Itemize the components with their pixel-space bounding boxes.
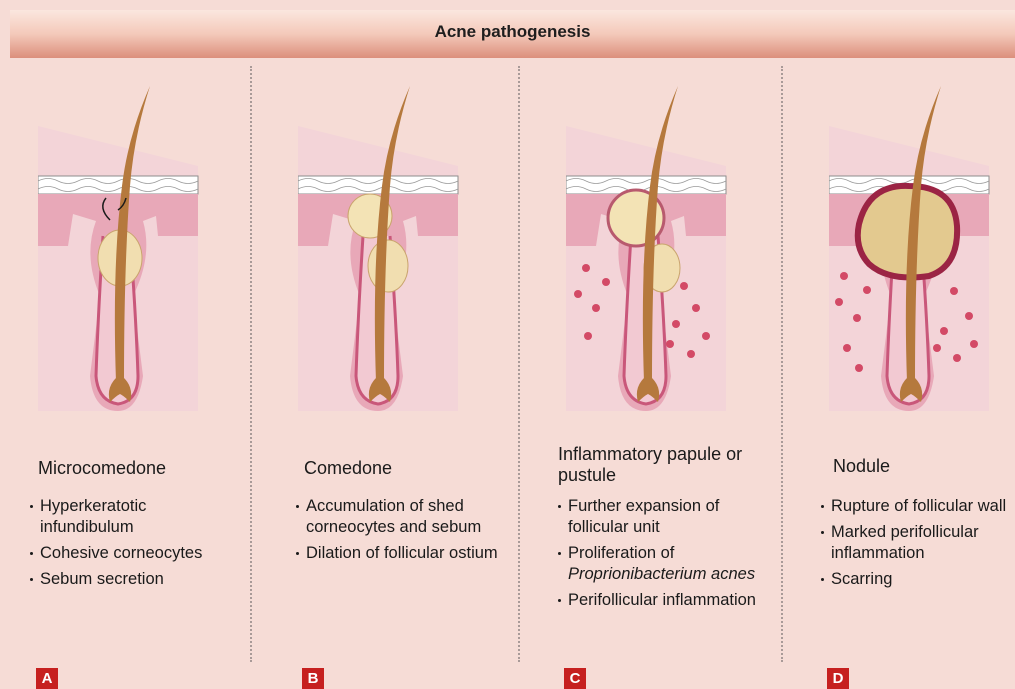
panel-divider xyxy=(518,66,520,662)
bullet-item: Accumulation of shed corneocytes and seb… xyxy=(296,496,506,538)
diagram-title: Acne pathogenesis xyxy=(10,22,1015,42)
bullet-list: Accumulation of shed corneocytes and seb… xyxy=(296,496,506,569)
inflammatory-papule-illustration xyxy=(566,86,756,426)
stage-title: Inflammatory papule or pustule xyxy=(558,444,768,486)
panel-microcomedone: Microcomedone Hyperkeratotic infundibulu… xyxy=(22,58,248,689)
panel-nodule: Nodule Rupture of follicular wall Marked… xyxy=(815,58,1015,689)
nodule-illustration xyxy=(829,86,1015,426)
panel-divider xyxy=(781,66,783,662)
panel-label-a: A xyxy=(36,668,58,689)
panel-inflammatory-papule: Inflammatory papule or pustule Further e… xyxy=(550,58,778,689)
stage-title: Microcomedone xyxy=(38,458,166,479)
bullet-list: Hyperkeratotic infundibulum Cohesive cor… xyxy=(30,496,240,595)
microcomedone-illustration xyxy=(38,86,228,426)
bullet-text: Proliferation of xyxy=(568,544,674,562)
bullet-item: Dilation of follicular ostium xyxy=(296,543,506,564)
bullet-item: Hyperkeratotic infundibulum xyxy=(30,496,240,538)
bullet-item: Proliferation of Proprionibacterium acne… xyxy=(558,543,773,585)
bacterium-name: Proprionibacterium acnes xyxy=(568,564,773,585)
bullet-item: Cohesive corneocytes xyxy=(30,543,240,564)
panel-comedone: Comedone Accumulation of shed corneocyte… xyxy=(282,58,512,689)
stage-title: Nodule xyxy=(833,456,890,477)
comedone-illustration xyxy=(298,86,488,426)
bullet-list: Further expansion of follicular unit Pro… xyxy=(558,496,773,616)
panel-label-d: D xyxy=(827,668,849,689)
panel-label-c: C xyxy=(564,668,586,689)
bullet-item: Perifollicular inflammation xyxy=(558,590,773,611)
stage-title: Comedone xyxy=(304,458,392,479)
panel-divider xyxy=(250,66,252,662)
bullet-list: Rupture of follicular wall Marked perifo… xyxy=(821,496,1011,595)
bullet-item: Rupture of follicular wall xyxy=(821,496,1011,517)
panel-label-b: B xyxy=(302,668,324,689)
bullet-item: Marked perifollicular inflammation xyxy=(821,522,1011,564)
bullet-item: Further expansion of follicular unit xyxy=(558,496,773,538)
title-bar: Acne pathogenesis xyxy=(10,10,1015,58)
bullet-item: Sebum secretion xyxy=(30,569,240,590)
bullet-item: Scarring xyxy=(821,569,1011,590)
